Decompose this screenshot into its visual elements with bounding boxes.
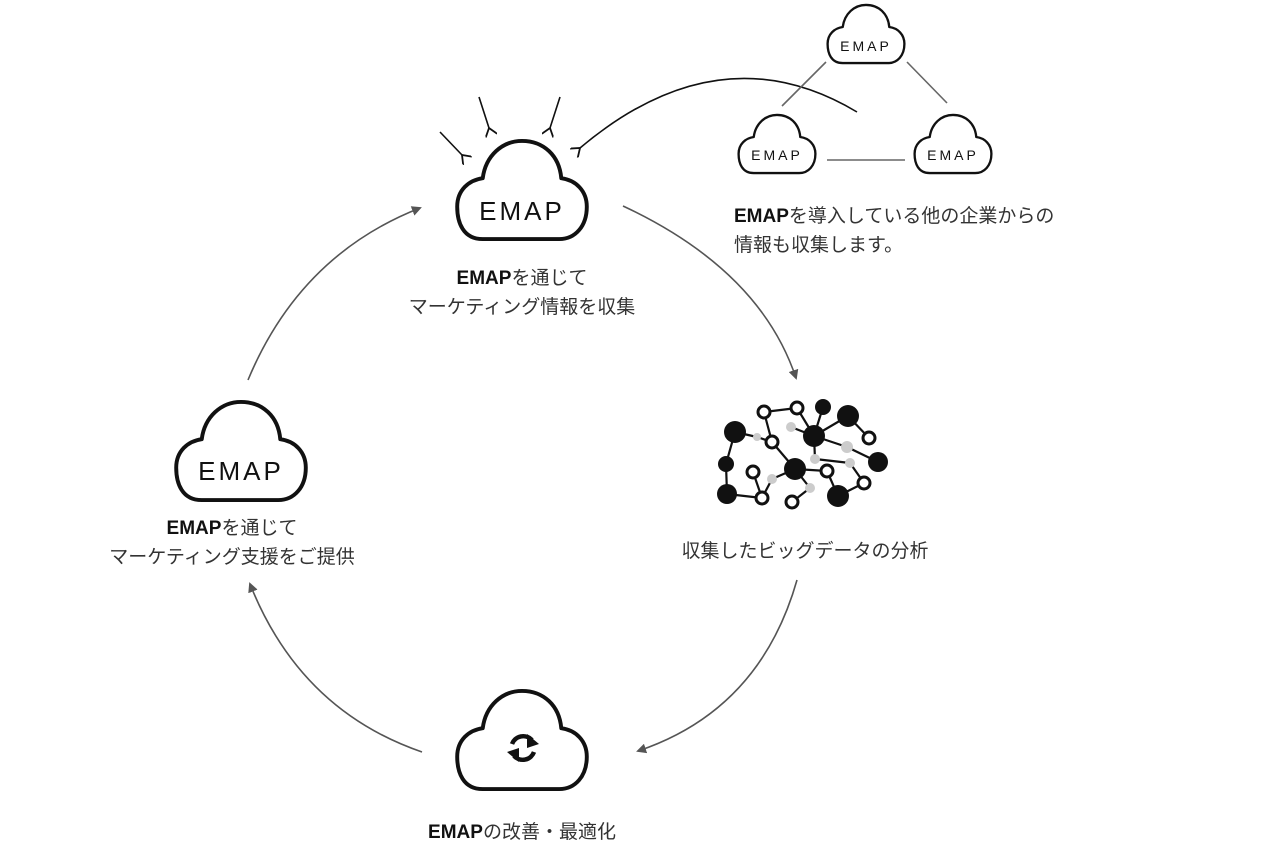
- refresh-icon: [507, 733, 539, 763]
- network-node: [786, 422, 796, 432]
- network-node: [819, 463, 835, 479]
- network-note: EMAPを導入している他の企業からの 情報も収集します。: [734, 205, 1055, 256]
- incoming-arrow: [550, 96, 561, 128]
- network-node: [856, 475, 872, 491]
- arrow-support-to-collect: [247, 206, 422, 381]
- arrow-collect-to-analyze: [622, 205, 799, 380]
- network-node: [805, 483, 815, 493]
- network-node: [861, 430, 877, 446]
- big-data-network-icon: [717, 399, 888, 510]
- network-node: [745, 464, 761, 480]
- network-edge: [814, 457, 851, 465]
- network-node: [754, 490, 770, 506]
- network-node: [784, 494, 800, 510]
- cloud-label: EMAP: [840, 38, 892, 54]
- cloud-label: EMAP: [927, 147, 979, 163]
- network-node: [764, 434, 780, 450]
- network-node: [837, 405, 859, 427]
- cloud-label: EMAP: [479, 196, 565, 226]
- step-collect-label: EMAPを通じて マーケティング情報を収集: [408, 267, 636, 318]
- network-cloud-right: EMAP: [913, 113, 993, 175]
- cloud-icon: EMAP: [455, 138, 589, 242]
- network-node: [784, 458, 806, 480]
- network-node: [810, 454, 820, 464]
- step-optimize-label: EMAPの改善・最適化: [428, 821, 616, 843]
- network-cloud-left: EMAP: [737, 113, 817, 175]
- cloud-label: EMAP: [198, 456, 284, 486]
- step-support-label: EMAPを通じて マーケティング支援をご提供: [109, 517, 355, 568]
- incoming-arrow: [439, 131, 462, 155]
- network-node: [841, 441, 853, 453]
- cloud-refresh-icon: [455, 688, 589, 792]
- step-analyze-label: 収集したビッグデータの分析: [681, 540, 929, 562]
- incoming-arrow: [478, 96, 489, 128]
- network-link: [781, 61, 827, 107]
- network-node: [767, 474, 777, 484]
- network-node: [845, 458, 855, 468]
- network-node: [827, 485, 849, 507]
- network-node: [753, 433, 761, 441]
- network-to-collect-arrow: [580, 77, 858, 148]
- cloud-icon: EMAP: [174, 399, 308, 503]
- network-node: [815, 399, 831, 415]
- network-node: [789, 400, 805, 416]
- arrow-analyze-to-optimize: [636, 579, 798, 754]
- network-node: [724, 421, 746, 443]
- cloud-label: EMAP: [751, 147, 803, 163]
- network-link: [906, 61, 948, 104]
- arrow-optimize-to-support: [248, 582, 423, 753]
- network-node: [717, 484, 737, 504]
- network-node: [718, 456, 734, 472]
- network-node: [803, 425, 825, 447]
- network-node: [756, 404, 772, 420]
- network-node: [868, 452, 888, 472]
- network-cloud-top: EMAP: [826, 3, 906, 65]
